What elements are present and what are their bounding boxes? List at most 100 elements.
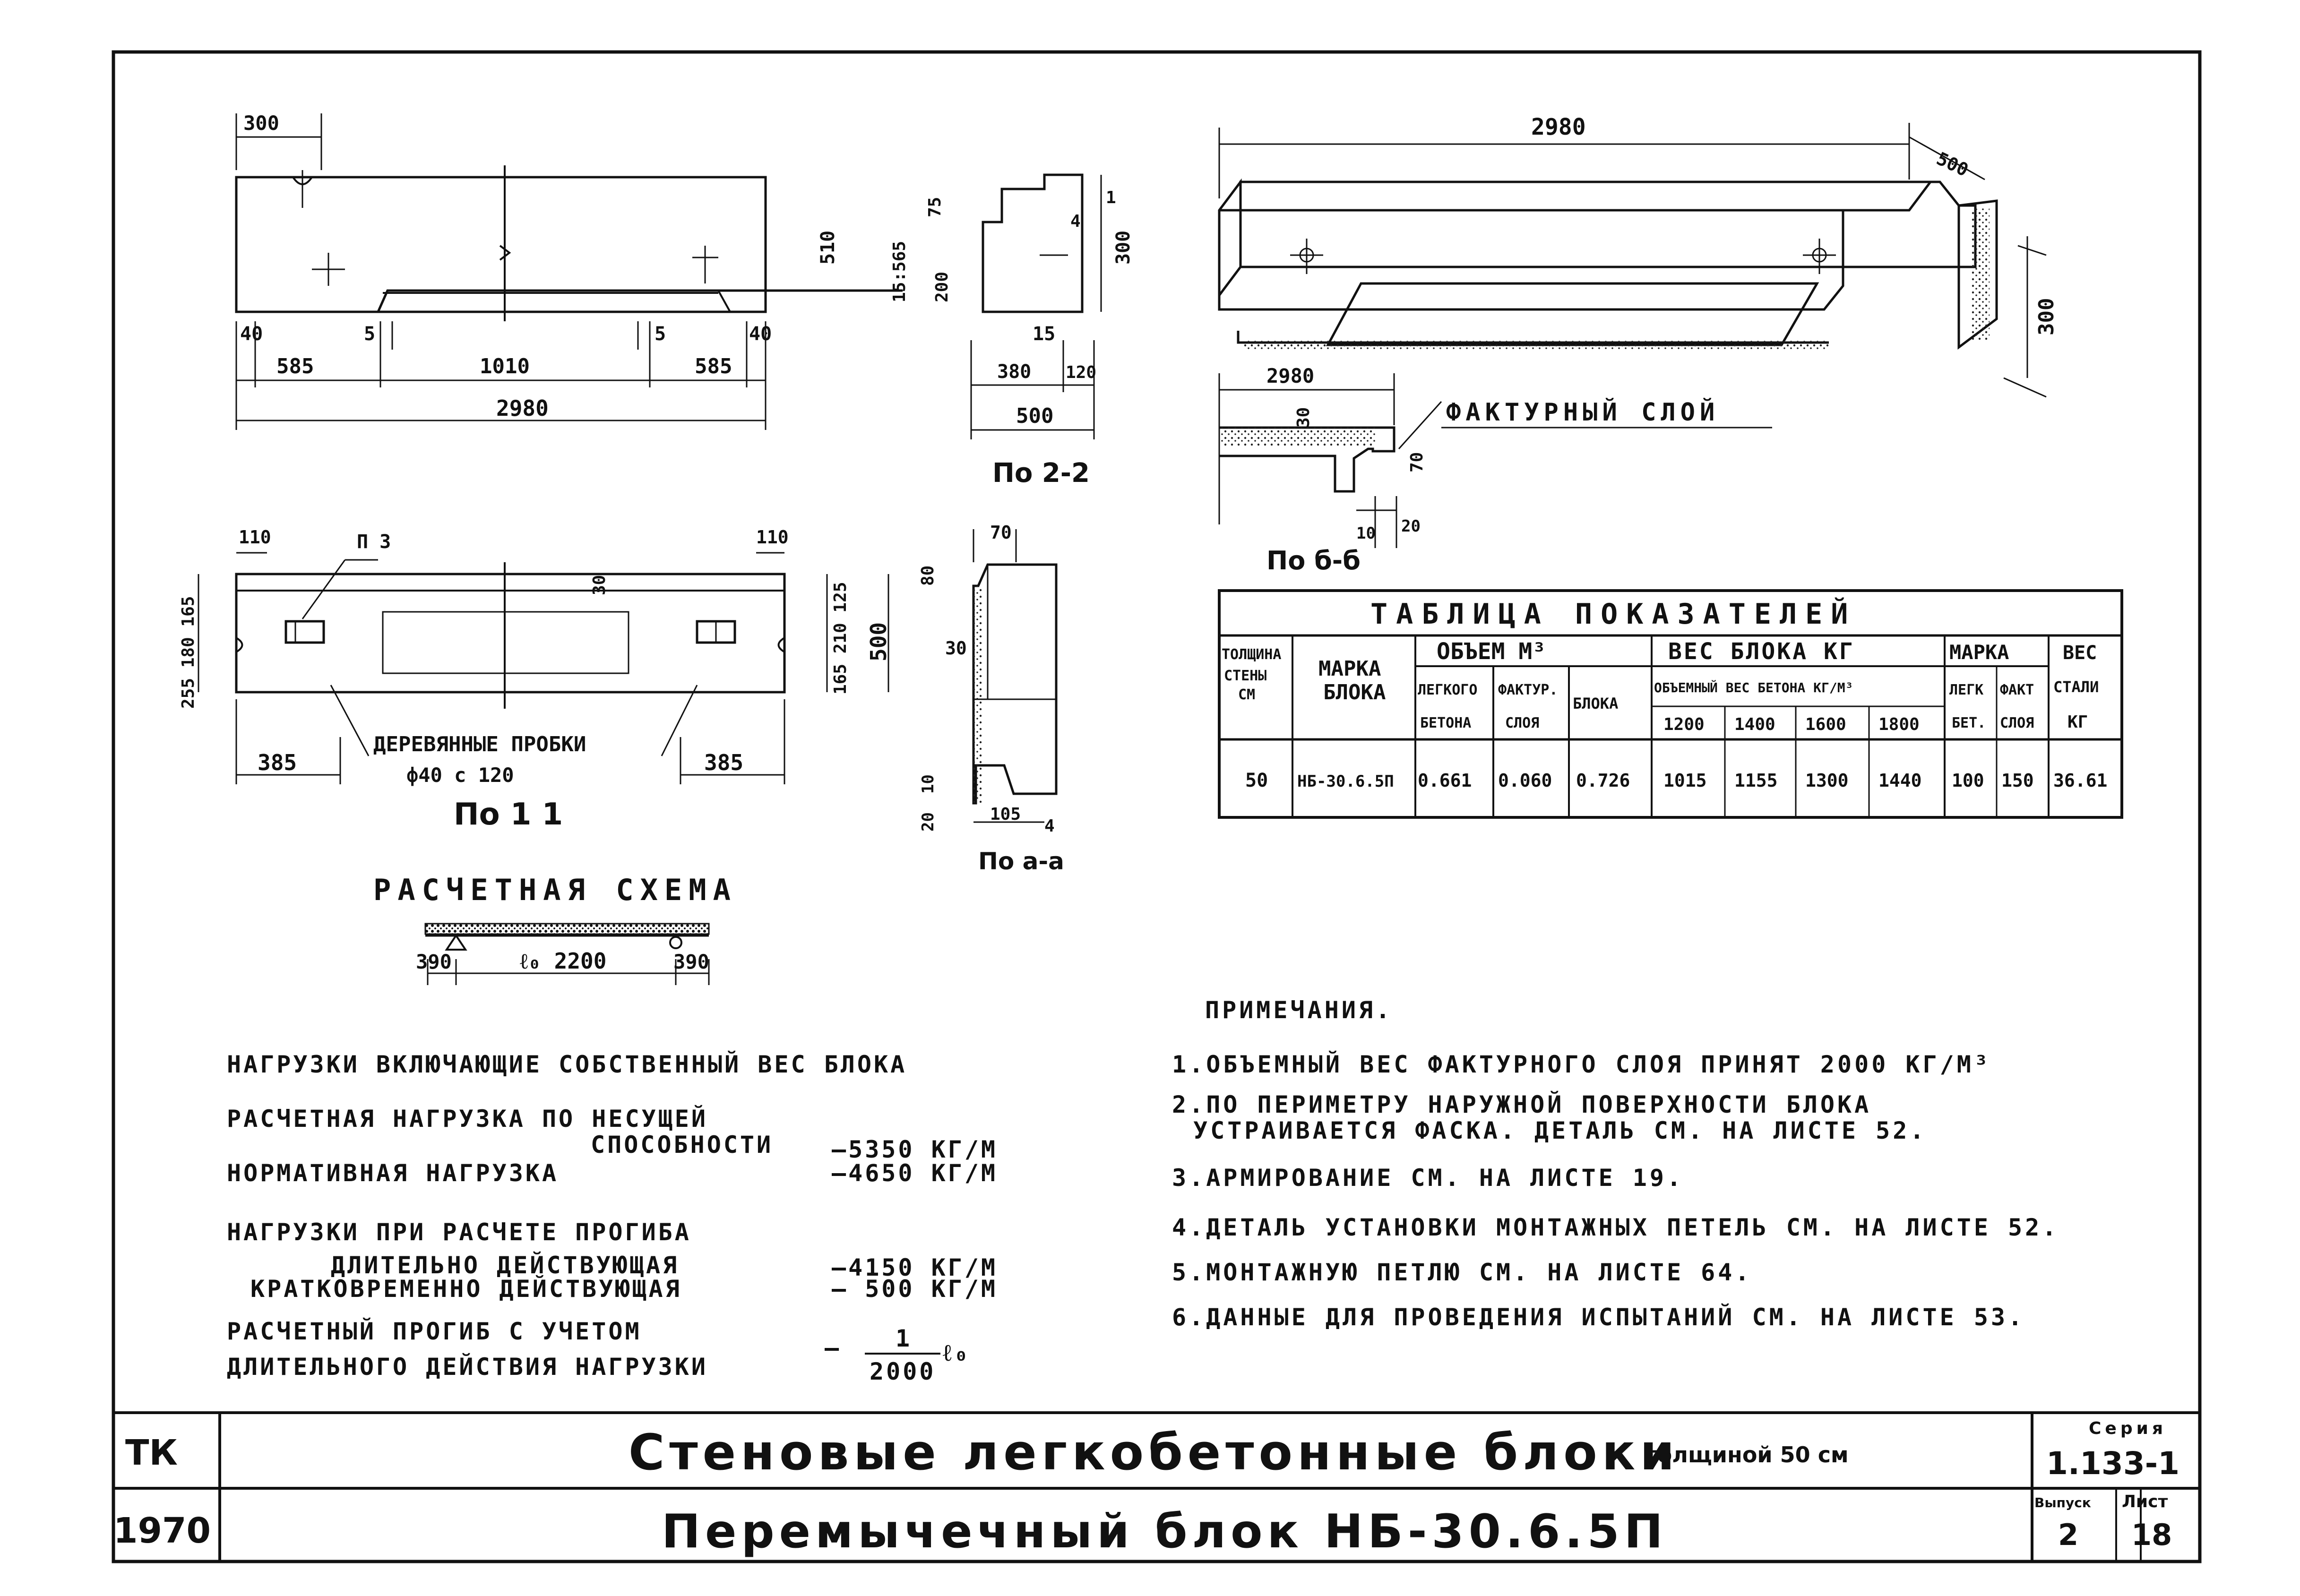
secbb-dim-10: 10 — [1356, 524, 1376, 543]
th-thick-1: ТОЛЩИНА — [1222, 646, 1281, 663]
th-mark-2: БЛОКА — [1323, 680, 1386, 704]
th-weight: ВЕС БЛОКА КГ — [1668, 638, 1855, 665]
side-dim-4: 4 — [1070, 212, 1081, 231]
dim-585-right: 585 — [695, 354, 732, 378]
scheme-dim-390-right: 390 — [673, 950, 709, 973]
indicators-table — [1218, 589, 2123, 819]
th-objem: ОБЪЕМНЫЙ ВЕС БЕТОНА КГ/М³ — [1654, 679, 1853, 695]
th-steel-1: ВЕС — [2063, 642, 2097, 664]
secaa-dim-105: 105 — [990, 805, 1021, 824]
th-volume: ОБЪЕМ М³ — [1437, 638, 1546, 665]
th-mark-1: МАРКА — [1318, 657, 1381, 681]
side-dim-15-565: 15:565 — [890, 241, 909, 302]
dim-300: 300 — [243, 112, 279, 135]
th-steel-2: СТАЛИ — [2053, 678, 2099, 696]
dim-40-right: 40 — [749, 323, 772, 345]
secaa-dim-20: 20 — [919, 812, 938, 832]
th-thick-2: СТЕНЫ — [1224, 668, 1266, 684]
sec22-dim-120: 120 — [1066, 363, 1096, 382]
td-marka-light: 100 — [1952, 770, 1984, 791]
th-legk-2: БЕТ. — [1952, 715, 1986, 731]
td-vol-fact: 0.060 — [1498, 770, 1552, 791]
section-2-2-label: По 2-2 — [992, 458, 1090, 489]
design-scheme — [424, 923, 710, 985]
plan-dim-385-right: 385 — [704, 750, 743, 775]
frac-dash: — — [825, 1334, 841, 1362]
plan-dim-110-left: 110 — [239, 527, 271, 548]
note-6: 6.ДАННЫЕ ДЛЯ ПРОВЕДЕНИЯ ИСПЫТАНИЙ СМ. НА… — [1172, 1303, 2025, 1331]
sec22-dim-15: 15 — [1033, 323, 1055, 345]
tb-title-1: Стеновые легкобетонные блоки — [629, 1424, 1679, 1481]
td-w-1800: 1440 — [1878, 770, 1922, 791]
plan-left-dims: 255 180 165 — [179, 596, 198, 709]
tb-tk: ТК — [125, 1433, 178, 1473]
plan-dim-500: 500 — [866, 622, 891, 661]
th-fakt-2: СЛОЯ — [2000, 715, 2034, 731]
th-legk-1: ЛЕГК — [1949, 682, 1983, 698]
secaa-dim-10: 10 — [919, 774, 938, 794]
td-mark: НБ-30.6.5П — [1297, 772, 1394, 791]
loads-calc-value: —5350 КГ/М — [832, 1136, 998, 1163]
plan-p3: П 3 — [357, 531, 391, 553]
facing-layer-label: ФАКТУРНЫЙ СЛОЙ — [1446, 398, 1719, 427]
th-fact-2: СЛОЯ — [1505, 715, 1539, 731]
th-thick-3: СМ — [1238, 686, 1255, 703]
section-b-b-label: По б-б — [1266, 546, 1361, 575]
scheme-dim-390-left: 390 — [416, 950, 452, 973]
side-dim-510: 510 — [817, 231, 839, 265]
side-dim-200: 200 — [932, 272, 952, 302]
loads-deflection-heading: НАГРУЗКИ ПРИ РАСЧЕТЕ ПРОГИБА — [227, 1218, 691, 1246]
dim-1010: 1010 — [480, 354, 530, 378]
loads-block: НАГРУЗКИ ВКЛЮЧАЮЩИЕ СОБСТВЕННЫЙ ВЕС БЛОК… — [227, 1050, 998, 1385]
th-fakt-1: ФАКТ — [2000, 682, 2034, 698]
scheme-title: РАСЧЕТНАЯ СХЕМА — [373, 873, 737, 907]
tb-year: 1970 — [113, 1510, 211, 1551]
th-fact-1: ФАКТУР. — [1498, 682, 1558, 698]
notes-block: ПРИМЕЧАНИЯ. 1.ОБЪЕМНЫЙ ВЕС ФАКТУРНОГО СЛ… — [1172, 996, 2059, 1331]
iso-dim-2980: 2980 — [1531, 114, 1586, 140]
note-3: 3.АРМИРОВАНИЕ СМ. НА ЛИСТЕ 19. — [1172, 1164, 1684, 1192]
outer-frame — [112, 50, 2202, 1563]
note-4: 4.ДЕТАЛЬ УСТАНОВКИ МОНТАЖНЫХ ПЕТЕЛЬ СМ. … — [1172, 1214, 2059, 1241]
td-w-1200: 1015 — [1663, 770, 1707, 791]
td-steel: 36.61 — [2053, 770, 2107, 791]
side-dim-75: 75 — [925, 197, 945, 217]
secbb-dim-2980: 2980 — [1266, 364, 1314, 387]
dim-40-left: 40 — [240, 323, 263, 345]
th-marka: МАРКА — [1949, 641, 2009, 664]
plan-right-dims: 165 210 125 — [831, 582, 850, 695]
tb-issue: 2 — [2058, 1518, 2078, 1552]
wooden-plugs-label: ДЕРЕВЯННЫЕ ПРОБКИ — [373, 732, 586, 756]
td-marka-fact: 150 — [2001, 770, 2034, 791]
frac-denominator: 2000 — [870, 1358, 936, 1385]
loads-short-label: КРАТКОВРЕМЕННО ДЕЙСТВУЮЩАЯ — [250, 1275, 682, 1303]
tb-series-label: Серия — [2089, 1419, 2167, 1438]
tb-series: 1.133-1 — [2046, 1445, 2179, 1482]
loads-heading: НАГРУЗКИ ВКЛЮЧАЮЩИЕ СОБСТВЕННЫЙ ВЕС БЛОК… — [227, 1050, 907, 1078]
isometric-view — [1218, 123, 2047, 398]
plan-dim-30: 30 — [590, 575, 609, 595]
td-thick: 50 — [1245, 770, 1268, 791]
scheme-span: ℓ₀ 2200 — [520, 948, 606, 974]
th-w-1800: 1800 — [1878, 715, 1920, 734]
th-w-1200: 1200 — [1663, 715, 1705, 734]
plan-dim-385-left: 385 — [258, 750, 297, 775]
td-vol-light: 0.661 — [1418, 770, 1472, 791]
secbb-dim-20: 20 — [1401, 517, 1421, 536]
tb-title-1b: толщиной 50 см — [1645, 1442, 1849, 1467]
loads-norm-label: НОРМАТИВНАЯ НАГРУЗКА — [227, 1159, 559, 1187]
loads-short-value: — 500 КГ/М — [832, 1275, 998, 1303]
plan-view — [198, 552, 889, 784]
wooden-plugs-size: ф40 с 120 — [406, 764, 514, 787]
dim-5-right: 5 — [655, 323, 666, 345]
secbb-dim-70: 70 — [1407, 452, 1427, 472]
td-w-1600: 1300 — [1805, 770, 1849, 791]
notes-title: ПРИМЕЧАНИЯ. — [1205, 996, 1393, 1024]
td-vol-block: 0.726 — [1576, 770, 1630, 791]
th-block: БЛОКА — [1573, 695, 1618, 712]
note-2a: 2.ПО ПЕРИМЕТРУ НАРУЖНОЙ ПОВЕРХНОСТИ БЛОК… — [1172, 1090, 1871, 1118]
dim-5-left: 5 — [364, 323, 375, 345]
loads-long-value: —4150 КГ/М — [832, 1254, 998, 1281]
sec22-dim-380: 380 — [997, 361, 1031, 383]
